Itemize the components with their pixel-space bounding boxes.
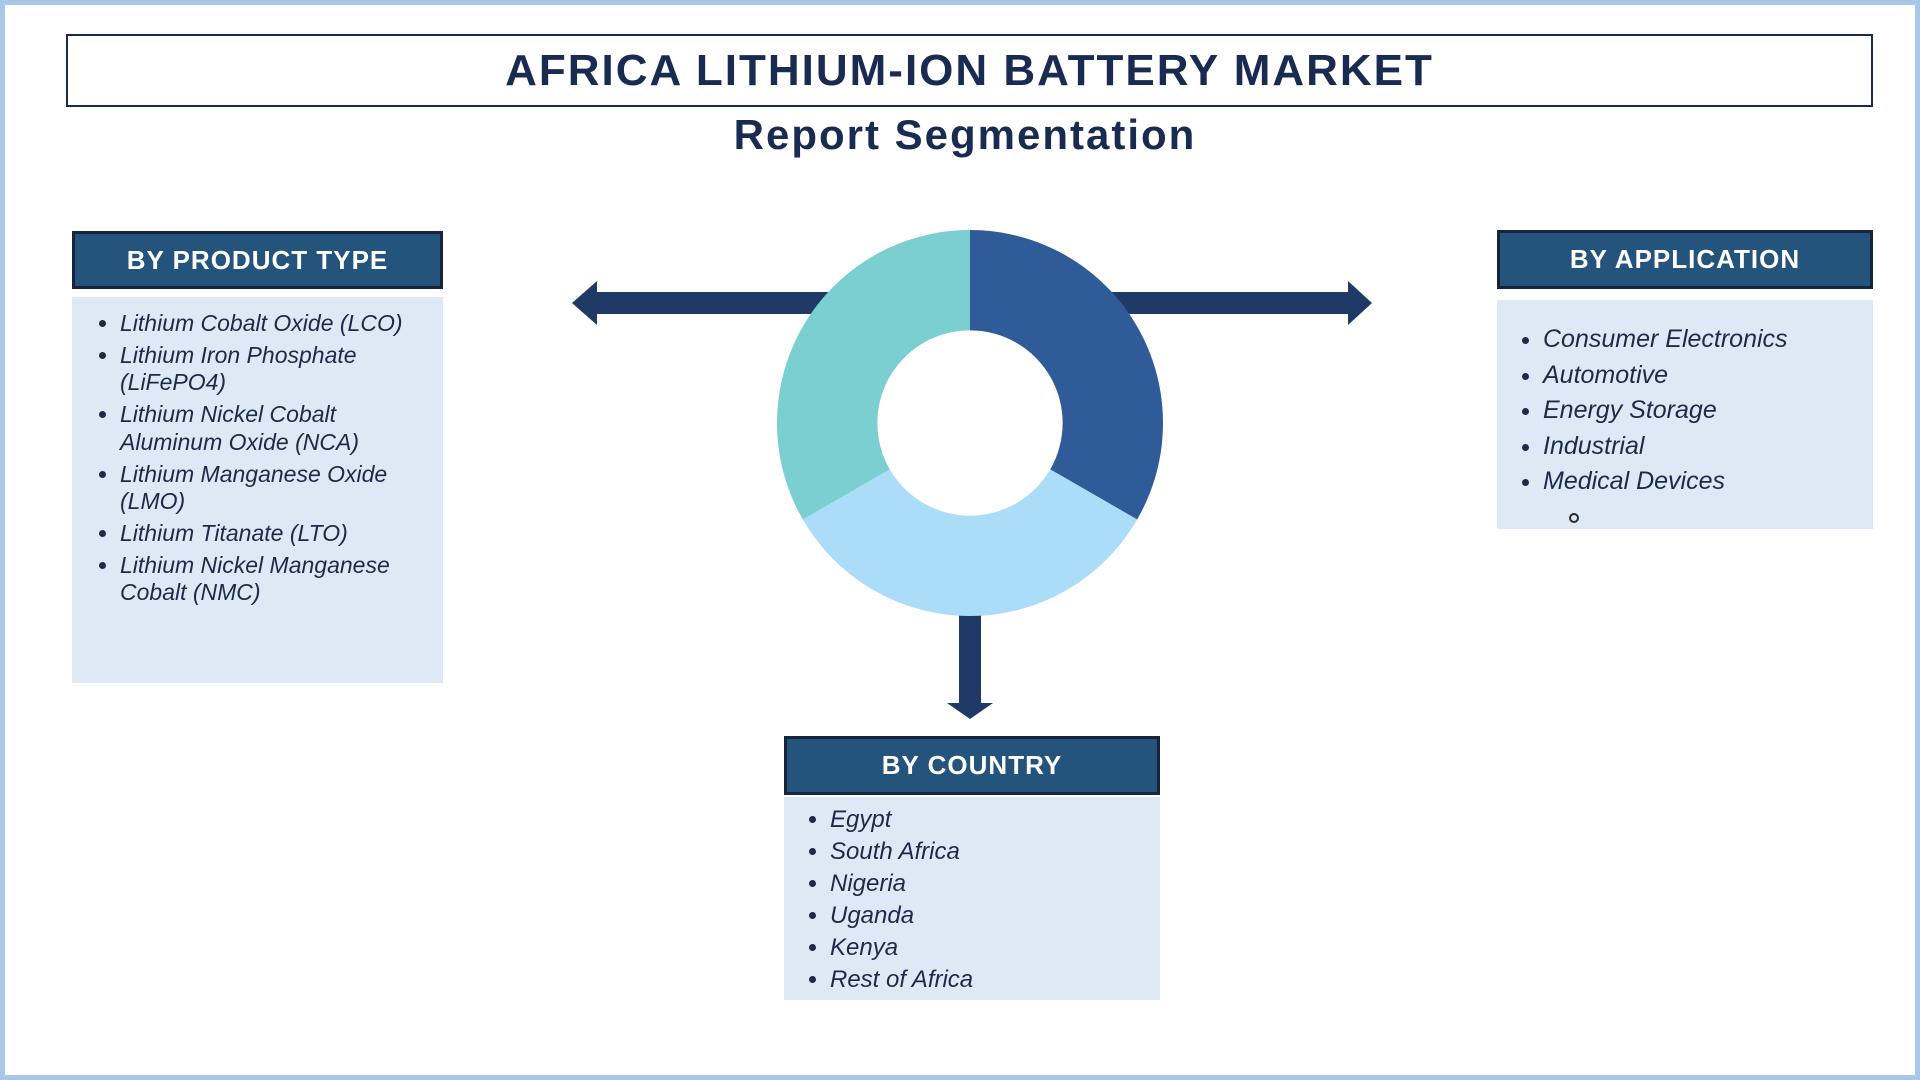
panel-product-type-title: BY PRODUCT TYPE <box>126 244 389 275</box>
panel-country-list: EgyptSouth AfricaNigeriaUgandaKenyaRest … <box>784 797 1160 1000</box>
panel-product-type: BY PRODUCT TYPE Lithium Cobalt Oxide (LC… <box>72 231 443 683</box>
empty-sub-bullet-item <box>1543 502 1865 533</box>
list-item: Nigeria <box>830 869 1152 899</box>
donut-chart <box>777 230 1163 616</box>
panel-product-type-list: Lithium Cobalt Oxide (LCO) Lithium Iron P… <box>72 297 443 683</box>
list-item: Lithium Manganese Oxide (LMO) <box>120 461 433 515</box>
list-item: Medical Devices <box>1543 466 1865 497</box>
segmentation-donut-diagram <box>572 230 1372 719</box>
panel-country-title: BY COUNTRY <box>881 750 1063 780</box>
list-item: Lithium Cobalt Oxide (LCO) <box>120 310 433 337</box>
list-item: Egypt <box>830 805 1152 835</box>
list-item: Industrial <box>1543 431 1865 462</box>
list-item: Lithium Nickel Manganese Cobalt (NMC) <box>120 552 433 606</box>
donut-segment-bottom <box>802 469 1138 616</box>
panel-country: BY COUNTRY EgyptSouth AfricaNigeriaUgand… <box>784 736 1160 1000</box>
panel-product-type-header: BY PRODUCT TYPE <box>72 231 443 289</box>
list-item: South Africa <box>830 837 1152 867</box>
list-item: Lithium Titanate (LTO) <box>120 520 433 547</box>
title-box: AFRICA LITHIUM-ION BATTERY MARKET <box>66 34 1873 107</box>
list-item: Lithium Nickel Cobalt Aluminum Oxide (NC… <box>120 401 433 455</box>
list-item: Lithium Iron Phosphate (LiFePO4) <box>120 342 433 396</box>
panel-country-header: BY COUNTRY <box>784 736 1160 795</box>
panel-application: BY APPLICATION Consumer ElectronicsAutom… <box>1497 230 1873 529</box>
list-item: Rest of Africa <box>830 965 1152 995</box>
donut-segment-top-right <box>970 230 1163 520</box>
page-subtitle: Report Segmentation <box>733 111 1197 158</box>
list-item: Kenya <box>830 933 1152 963</box>
panel-application-title: BY APPLICATION <box>1569 244 1801 274</box>
page-title: AFRICA LITHIUM-ION BATTERY MARKET <box>505 45 1434 95</box>
panel-application-list: Consumer ElectronicsAutomotiveEnergy Sto… <box>1497 300 1873 529</box>
donut-segment-top-left <box>777 230 970 520</box>
list-item: Energy Storage <box>1543 395 1865 426</box>
list-item: Consumer Electronics <box>1543 324 1865 355</box>
panel-application-header: BY APPLICATION <box>1497 230 1873 289</box>
list-item: Uganda <box>830 901 1152 931</box>
hollow-circle-bullet-icon <box>1569 512 1579 523</box>
list-item: Automotive <box>1543 360 1865 391</box>
